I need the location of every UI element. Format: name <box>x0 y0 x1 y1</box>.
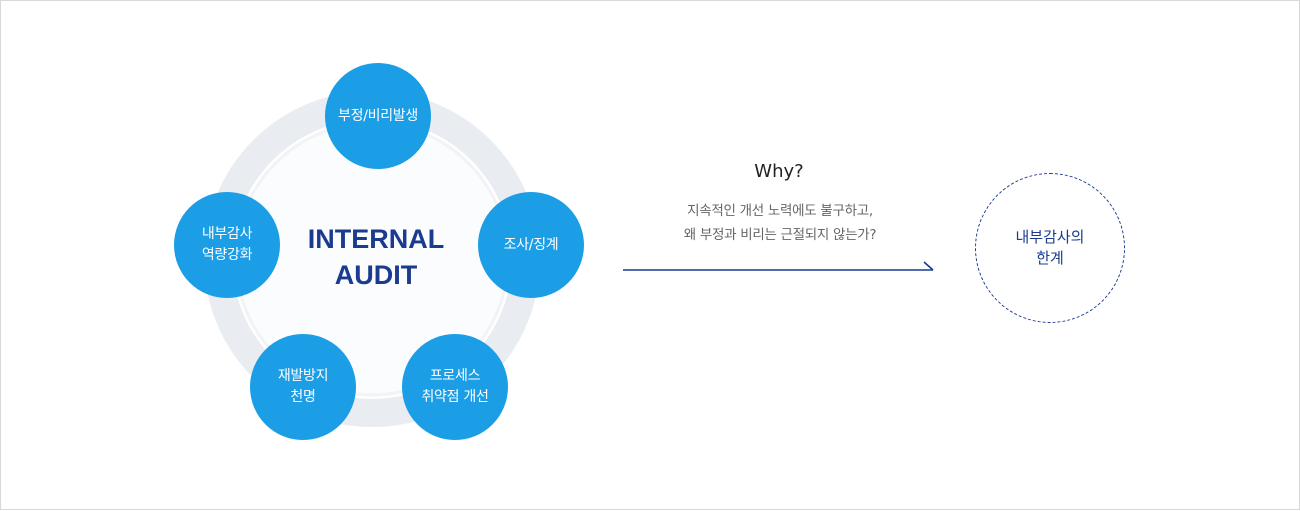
question-text: 지속적인 개선 노력에도 불구하고, 왜 부정과 비리는 근절되지 않는가? <box>621 199 939 247</box>
node-label: 프로세스 <box>429 368 481 384</box>
node-label: 내부감사 <box>201 226 253 242</box>
limit-line-1: 내부감사의 <box>1015 228 1085 246</box>
question-line-2: 왜 부정과 비리는 근절되지 않는가? <box>683 227 877 243</box>
node-investigation-discipline: 조사/징계 <box>478 192 584 298</box>
node-label: 재발방지 <box>277 368 329 384</box>
audit-limit-circle: 내부감사의 한계 <box>975 173 1125 323</box>
node-recurrence-prevention: 재발방지 천명 <box>250 334 356 440</box>
node-label: 취약점 개선 <box>421 389 489 405</box>
node-process-improvement: 프로세스 취약점 개선 <box>402 334 508 440</box>
limit-line-2: 한계 <box>1036 249 1064 267</box>
right-arrow-icon <box>623 261 934 271</box>
node-label: 부정/비리발생 <box>338 107 418 124</box>
node-label: 조사/징계 <box>503 236 559 253</box>
node-label: 천명 <box>290 389 316 405</box>
title-line-1: INTERNAL <box>307 224 445 254</box>
question-line-1: 지속적인 개선 노력에도 불구하고, <box>687 203 873 219</box>
why-label: Why? <box>754 161 804 182</box>
title-line-2: AUDIT <box>334 260 418 290</box>
node-audit-capacity: 내부감사 역량강화 <box>174 192 280 298</box>
internal-audit-title: INTERNAL AUDIT <box>291 221 461 293</box>
node-fraud-occurrence: 부정/비리발생 <box>325 63 431 169</box>
node-label: 역량강화 <box>201 247 253 263</box>
